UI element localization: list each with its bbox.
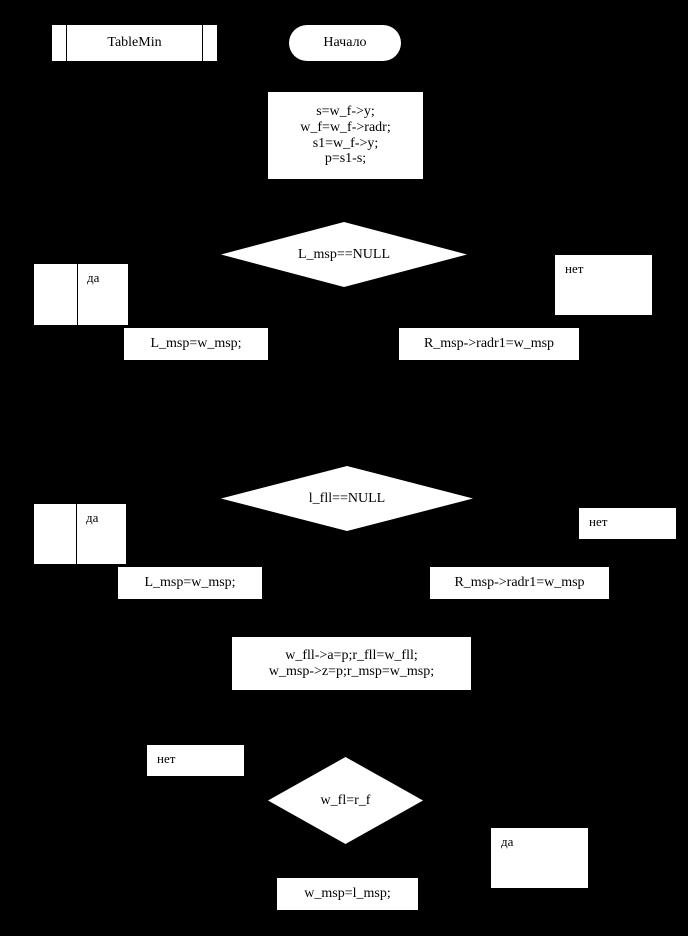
init-process-label: s=w_f->y; w_f=w_f->radr; s1=w_f->y; p=s1…: [300, 104, 391, 167]
start-terminator-label: Начало: [323, 35, 367, 50]
decision-2-yes-label-box: да: [34, 504, 126, 564]
decision-1-yes-label: да: [87, 270, 100, 285]
decision-2-l-fll-null[interactable]: l_fll==NULL: [221, 466, 473, 531]
decision-1-l-msp-null[interactable]: L_msp==NULL: [221, 222, 467, 287]
decision-1-no-label: нет: [565, 261, 584, 276]
predefined-left-bar: [66, 25, 67, 61]
decision-3-label: w_fl=r_f: [320, 792, 371, 808]
decision-2-no-action-label: R_msp->radr1=w_msp: [454, 575, 585, 591]
decision-1-yes-label-box: да: [34, 264, 128, 325]
decision-1-yes-action-label: L_msp=w_msp;: [150, 336, 242, 352]
decision-2-yes-action-box[interactable]: L_msp=w_msp;: [118, 567, 262, 599]
predefined-process-tablemin[interactable]: TableMin: [52, 25, 217, 61]
decision-3-action-box[interactable]: w_msp=l_msp;: [277, 878, 418, 910]
decision-1-no-label-box: нет: [555, 255, 652, 315]
decision-2-no-action-box[interactable]: R_msp->radr1=w_msp: [430, 567, 609, 599]
decision-3-yes-label: да: [501, 834, 514, 849]
decision-3-w-fl-r-f[interactable]: w_fl=r_f: [268, 757, 423, 844]
assign-process-box[interactable]: w_fll->a=p;r_fll=w_fll; w_msp->z=p;r_msp…: [232, 637, 471, 690]
decision-1-label: L_msp==NULL: [297, 246, 390, 262]
predefined-right-bar: [202, 25, 203, 61]
decision-2-no-label-box: нет: [579, 508, 676, 539]
decision-3-yes-label-box: да: [491, 828, 588, 888]
decision-1-yes-action-box[interactable]: L_msp=w_msp;: [124, 328, 268, 360]
decision-2-no-label: нет: [589, 514, 608, 529]
decision-3-no-label: нет: [157, 751, 176, 766]
decision-3-no-label-box: нет: [147, 745, 244, 776]
init-process-box[interactable]: s=w_f->y; w_f=w_f->radr; s1=w_f->y; p=s1…: [268, 92, 423, 179]
decision-1-no-action-label: R_msp->radr1=w_msp: [423, 336, 555, 352]
decision-2-yes-label: да: [86, 510, 99, 525]
label-box-divider: [77, 264, 78, 325]
assign-process-label: w_fll->a=p;r_fll=w_fll; w_msp->z=p;r_msp…: [268, 647, 435, 679]
start-terminator[interactable]: Начало: [289, 25, 401, 61]
decision-2-yes-action-label: L_msp=w_msp;: [144, 575, 236, 591]
decision-2-label: l_fll==NULL: [308, 490, 386, 506]
predefined-process-label: TableMin: [107, 35, 162, 50]
decision-3-action-label: w_msp=l_msp;: [304, 886, 391, 902]
decision-1-no-action-box[interactable]: R_msp->radr1=w_msp: [399, 328, 579, 360]
label-box-divider: [76, 504, 77, 564]
